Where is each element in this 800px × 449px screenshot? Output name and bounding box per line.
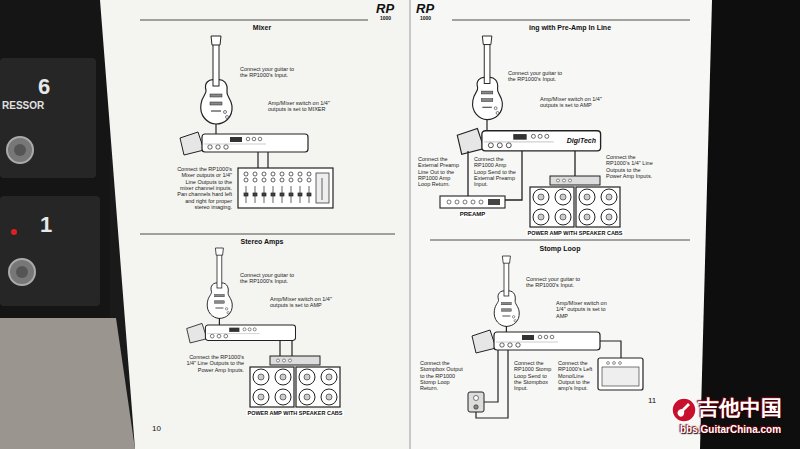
unit-label: PREAMP xyxy=(459,211,487,218)
pedal-name: RESSOR xyxy=(2,100,92,112)
section-heading: Stereo Amps xyxy=(212,238,312,246)
callout-text: Connect your guitar to the RP1000's Inpu… xyxy=(240,66,298,79)
unit-label: POWER AMP WITH SPEAKER CABS xyxy=(526,230,623,236)
pedal-number: 6 xyxy=(38,74,68,99)
callout-text: Connect the RP1000 Stomp Loop Send to th… xyxy=(514,360,554,392)
cable-connector xyxy=(467,151,468,196)
logo-text: 1000 xyxy=(420,16,446,22)
section-heading: Mixer xyxy=(212,24,312,32)
section-heading: ing with Pre-Amp In Line xyxy=(470,24,670,32)
section-rule xyxy=(140,20,690,240)
stomp-loop-setup xyxy=(468,256,643,418)
callout-text: Connect your guitar to the RP1000's Inpu… xyxy=(508,70,568,83)
callout-text: Connect the RP1000's Left Mono/Line Outp… xyxy=(558,360,596,392)
watermark: 吉他中国 xyxy=(698,396,782,420)
effects-unit: DigiTech xyxy=(482,131,601,151)
logo-text: 1000 xyxy=(380,16,406,22)
power-amp-cabs: POWER AMP WITH SPEAKER CABS xyxy=(243,356,347,416)
watermark-logo xyxy=(672,398,696,422)
background xyxy=(700,0,800,449)
callout-text: Connect the RP1000's 1/4" Line Outputs t… xyxy=(180,354,244,373)
callout-text: Amp/Mixer switch on 1/4" outputs is set … xyxy=(270,296,332,309)
gutter xyxy=(409,0,411,449)
preamp-unit: PREAMP xyxy=(440,196,505,218)
callout-text: Connect the RP1000's Mixer outputs or 1/… xyxy=(174,166,232,210)
page-number: 10 xyxy=(152,424,172,433)
callout-text: Amp/Mixer switch on 1/4" outputs is set … xyxy=(268,100,330,113)
logo-text: RP xyxy=(416,2,446,17)
left-page xyxy=(100,0,410,449)
callout-text: Amp/Mixer switch on 1/4" outputs is set … xyxy=(540,96,602,109)
callout-text: Connect the RP1000's 1/4" Line Outputs t… xyxy=(606,154,656,179)
callout-text: Connect your guitar to the RP1000's Inpu… xyxy=(526,276,586,289)
page-number: 11 xyxy=(648,396,668,405)
preamp-setup xyxy=(440,36,620,227)
unit-label: POWER AMP WITH SPEAKER CABS xyxy=(246,410,343,416)
callout-text: Connect the Stompbox Output to the RP100… xyxy=(420,360,464,392)
callout-text: Amp/Mixer switch on 1/4" outputs is set … xyxy=(556,300,616,319)
callout-text: Connect the RP1000 Amp Loop Send to the … xyxy=(474,156,516,188)
brand-name: DigiTech xyxy=(566,137,597,145)
cable-connector xyxy=(574,151,575,176)
right-page xyxy=(410,0,712,449)
power-amp-cabs: POWER AMP WITH SPEAKER CABS xyxy=(523,176,627,236)
logo-text: RP xyxy=(376,2,406,17)
callout-text: Connect your guitar to the RP1000's Inpu… xyxy=(240,272,298,285)
callout-text: Connect the External Preamp Line Out to … xyxy=(418,156,464,188)
pedal-number: 1 xyxy=(40,212,70,237)
watermark: bbs.GuitarChina.com xyxy=(680,424,781,436)
stereo-amp-setup xyxy=(187,248,340,407)
section-heading: Stomp Loop xyxy=(510,245,610,253)
